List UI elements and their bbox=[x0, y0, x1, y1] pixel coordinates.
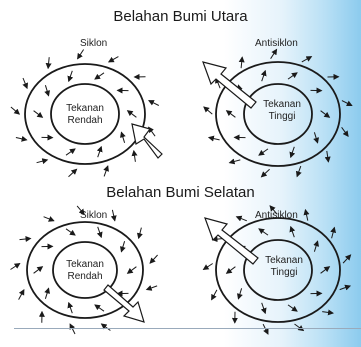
wind-arrow bbox=[259, 149, 268, 155]
wind-arrow bbox=[149, 101, 159, 106]
south-anticyclone-center-line1: Tekanan bbox=[265, 255, 303, 266]
wind-arrow bbox=[70, 324, 75, 334]
wind-arrow bbox=[147, 286, 157, 290]
wind-arrow bbox=[297, 166, 301, 176]
north-anticyclone-center-line2: Tinggi bbox=[269, 111, 296, 122]
wind-arrow bbox=[121, 241, 124, 252]
wind-arrow bbox=[150, 255, 158, 263]
wind-arrow bbox=[37, 160, 48, 163]
south-cyclone-center-line1: Tekanan bbox=[66, 259, 104, 270]
wind-arrow bbox=[209, 138, 220, 140]
wind-arrow bbox=[204, 107, 212, 114]
wind-arrow bbox=[314, 132, 317, 143]
wind-arrow bbox=[98, 147, 102, 157]
wind-arrow bbox=[204, 264, 213, 270]
wind-arrow bbox=[48, 57, 49, 68]
wind-arrow bbox=[44, 217, 54, 221]
wind-arrow bbox=[121, 132, 124, 143]
wind-arrow bbox=[314, 241, 317, 252]
wind-arrow bbox=[95, 305, 104, 311]
wind-arrow bbox=[69, 303, 73, 313]
wind-arrow bbox=[128, 111, 137, 118]
wind-arrow bbox=[212, 290, 217, 300]
north-cyclone-center-line1: Tekanan bbox=[66, 103, 104, 114]
north-cyclone-inner-isobar bbox=[51, 84, 119, 144]
wind-arrow bbox=[291, 147, 295, 157]
wind-arrow bbox=[139, 228, 142, 239]
wind-arrow bbox=[227, 111, 236, 118]
wind-arrow bbox=[291, 227, 295, 237]
wind-arrow bbox=[342, 127, 349, 136]
wind-arrow bbox=[343, 255, 351, 263]
wind-arrow bbox=[230, 160, 241, 163]
wind-arrow bbox=[16, 138, 27, 140]
north-anticyclone-system: Tekanan Tinggi bbox=[203, 50, 352, 177]
north-cyclone-center-line2: Rendah bbox=[67, 115, 102, 126]
south-anticyclone-center-line2: Tinggi bbox=[271, 267, 298, 278]
wind-arrow bbox=[327, 151, 329, 162]
wind-arrow bbox=[321, 267, 330, 274]
wind-arrow bbox=[34, 267, 43, 274]
wind-arrow bbox=[259, 229, 268, 235]
wind-arrow bbox=[262, 303, 266, 313]
wind-arrow bbox=[69, 71, 73, 81]
wind-arrow bbox=[322, 312, 333, 314]
wind-arrow bbox=[128, 267, 137, 274]
wind-arrow bbox=[104, 166, 108, 176]
wind-arrow bbox=[134, 151, 136, 162]
wind-arrow bbox=[262, 169, 270, 177]
wind-arrow bbox=[66, 229, 75, 235]
wind-arrow bbox=[302, 57, 312, 62]
wind-arrow bbox=[112, 210, 114, 221]
wind-arrow bbox=[237, 217, 247, 221]
wind-arrow bbox=[11, 107, 19, 114]
north-cyclone-outer-isobar bbox=[25, 64, 145, 164]
south-anticyclone-system: Tekanan Tinggi bbox=[204, 206, 351, 334]
wind-arrow bbox=[262, 71, 266, 81]
wind-arrow bbox=[45, 85, 48, 96]
wind-arrow bbox=[288, 73, 297, 79]
wind-arrow bbox=[321, 111, 330, 118]
wind-arrow bbox=[288, 305, 297, 311]
wind-arrow bbox=[34, 111, 43, 118]
wind-arrow bbox=[332, 228, 335, 239]
wind-arrow bbox=[77, 206, 84, 214]
wind-arrow bbox=[11, 264, 20, 270]
wind-arrow bbox=[95, 73, 104, 79]
wind-arrow bbox=[78, 50, 84, 59]
wind-arrow bbox=[23, 78, 27, 88]
wind-arrow bbox=[263, 324, 268, 334]
north-anticyclone-center-line1: Tekanan bbox=[263, 99, 301, 110]
wind-arrow bbox=[20, 239, 31, 240]
south-cyclone-center-line2: Rendah bbox=[67, 271, 102, 282]
wind-arrow bbox=[19, 290, 24, 300]
wind-arrow bbox=[102, 324, 111, 331]
wind-arrow bbox=[227, 267, 236, 274]
wind-arrow bbox=[340, 286, 350, 290]
south-anticyclone-big-arrow bbox=[205, 218, 258, 264]
wind-arrow bbox=[270, 206, 277, 214]
wind-arrow bbox=[45, 288, 48, 299]
north-cyclone-big-arrow bbox=[132, 124, 162, 158]
wind-arrow bbox=[342, 101, 352, 106]
wind-arrow bbox=[98, 227, 102, 237]
wind-arrow bbox=[241, 57, 242, 68]
wind-arrow bbox=[238, 288, 241, 299]
wind-arrow bbox=[66, 149, 75, 155]
wind-arrow bbox=[109, 57, 119, 62]
wind-arrow bbox=[305, 210, 307, 221]
wind-arrow bbox=[69, 169, 77, 177]
wind-arrow bbox=[271, 50, 277, 59]
south-cyclone-system: Tekanan Rendah bbox=[11, 206, 158, 334]
wind-arrow bbox=[295, 324, 304, 331]
north-cyclone-system: Tekanan Rendah bbox=[11, 50, 162, 177]
